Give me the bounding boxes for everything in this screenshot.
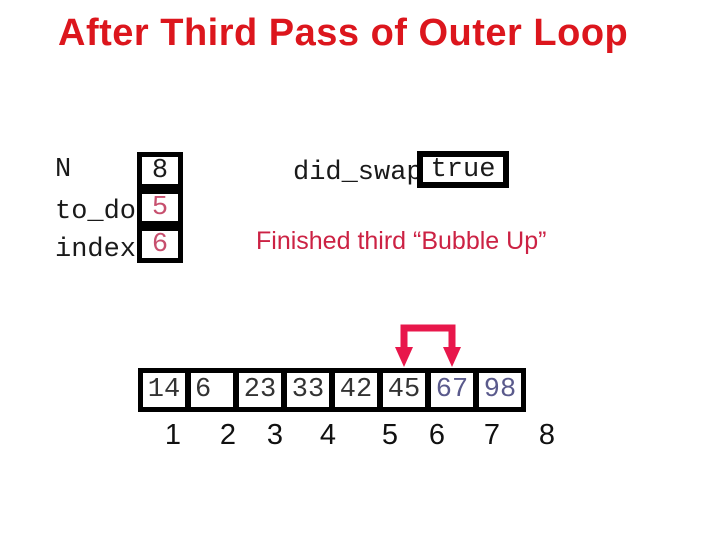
- var-value-index: 6: [137, 226, 183, 263]
- var-value-to-do: 5: [137, 189, 183, 226]
- array-index-4: 4: [319, 419, 337, 451]
- var-value-n: 8: [137, 152, 183, 189]
- did-swap-value-box: true: [417, 151, 509, 188]
- swap-arrow-icon: [395, 324, 461, 367]
- array-row: 14 6 23 33 42 45 67 98: [138, 368, 526, 412]
- status-text: Finished third “Bubble Up”: [256, 227, 547, 255]
- variable-value-boxes: 8 5 6: [137, 152, 183, 263]
- array-cell-1: 14: [143, 373, 185, 407]
- array-index-8: 8: [538, 419, 556, 451]
- var-label-to-do: to_do: [55, 197, 137, 227]
- array-cell-4: 33: [281, 373, 329, 407]
- array-cell-5: 42: [329, 373, 377, 407]
- array-index-5: 5: [381, 419, 399, 451]
- array-cell-7: 67: [425, 373, 473, 407]
- array-cell-8: 98: [473, 373, 521, 407]
- array-index-2: 2: [219, 419, 237, 451]
- array-cell-6: 45: [377, 373, 425, 407]
- array-cell-2: 6: [185, 373, 233, 407]
- array-index-6: 6: [428, 419, 446, 451]
- array-index-3: 3: [266, 419, 284, 451]
- slide-title: After Third Pass of Outer Loop: [58, 12, 629, 54]
- array-index-7: 7: [483, 419, 501, 451]
- var-label-n: N: [55, 155, 72, 185]
- var-label-index: index: [55, 235, 137, 265]
- array-index-1: 1: [164, 419, 182, 451]
- array-cell-3: 23: [233, 373, 281, 407]
- did-swap-label: did_swap: [293, 158, 423, 188]
